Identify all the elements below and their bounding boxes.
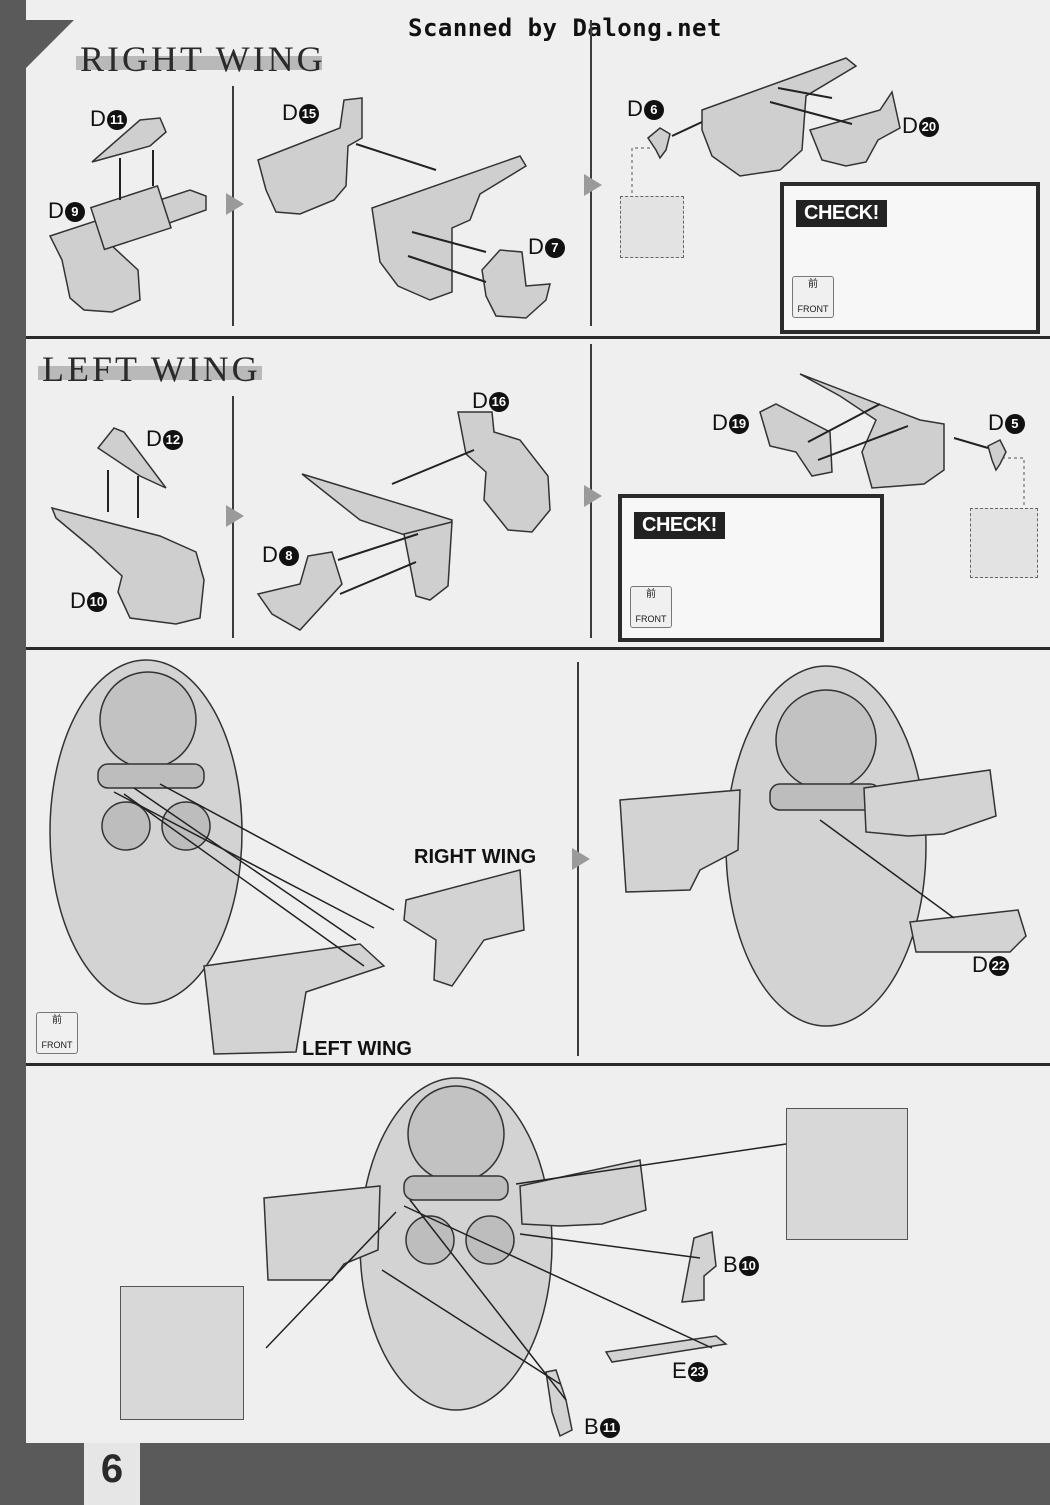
left-wing-check-box: CHECK! 前 FRONT [618, 494, 884, 642]
right-wing-assembly-step3-drawing [701, 57, 858, 177]
part-d12-drawing [96, 427, 167, 489]
right-wing-subassembly-drawing [371, 155, 528, 301]
divider-2 [26, 647, 1050, 650]
right-wing-check-box: CHECK! 前 FRONT [780, 182, 1040, 334]
left-wing-assembly-step3-drawing [799, 373, 945, 489]
next-step-arrow [572, 848, 590, 870]
next-step-arrow [584, 174, 602, 196]
next-step-arrow [584, 485, 602, 507]
next-step-arrow [226, 193, 244, 215]
part-d6-drawing [647, 127, 671, 160]
page-left-border [0, 0, 26, 1505]
part-d5-drawing [987, 438, 1007, 472]
detail-inset-right [786, 1108, 908, 1240]
front-direction-icon: 前 FRONT [36, 1012, 78, 1054]
left-wing-part-drawing [203, 943, 386, 1055]
d5-detail-inset [970, 508, 1038, 578]
front-direction-icon: 前 FRONT [630, 586, 672, 628]
left-wing-title: LEFT WING [42, 349, 261, 389]
page-number: 6 [100, 1447, 124, 1491]
divider-3 [26, 1063, 1050, 1066]
right-wing-label: RIGHT WING [414, 846, 537, 868]
right-wing-part-drawing [403, 869, 525, 987]
front-direction-icon: 前 FRONT [792, 276, 834, 318]
check-label: CHECK! [796, 200, 887, 227]
divider-1 [26, 336, 1050, 339]
right-wing-title-bar [76, 56, 322, 70]
page-corner-notch [26, 20, 74, 68]
part-d10-drawing [50, 506, 205, 625]
part-e23-drawing [604, 1335, 728, 1363]
part-d15-drawing [257, 97, 363, 215]
part-b11-drawing [545, 1369, 573, 1438]
page-top-margin [0, 0, 1050, 14]
right-step-divider-2 [590, 20, 592, 326]
part-d7-drawing [481, 249, 551, 319]
right-wing-title: RIGHT WING [80, 39, 326, 79]
left-wing-title-bar [38, 366, 262, 380]
part-d8-drawing [256, 551, 343, 631]
part-d16-drawing [457, 411, 551, 533]
part-b10-drawing [681, 1230, 717, 1303]
check-label: CHECK! [634, 512, 725, 539]
part-d11-drawing [91, 117, 167, 163]
left-wing-label: LEFT WING [302, 1038, 412, 1060]
part-d20-drawing [808, 90, 901, 167]
detail-inset-left [120, 1286, 244, 1420]
d6-detail-inset [620, 196, 684, 258]
page-number-box: 6 [84, 1443, 140, 1505]
next-step-arrow [226, 505, 244, 527]
part-d19-drawing [759, 403, 833, 477]
scan-credit: Scanned by Dalong.net [408, 14, 722, 42]
part-d22-drawing [909, 909, 1027, 953]
page-bottom-bar [0, 1443, 1050, 1505]
